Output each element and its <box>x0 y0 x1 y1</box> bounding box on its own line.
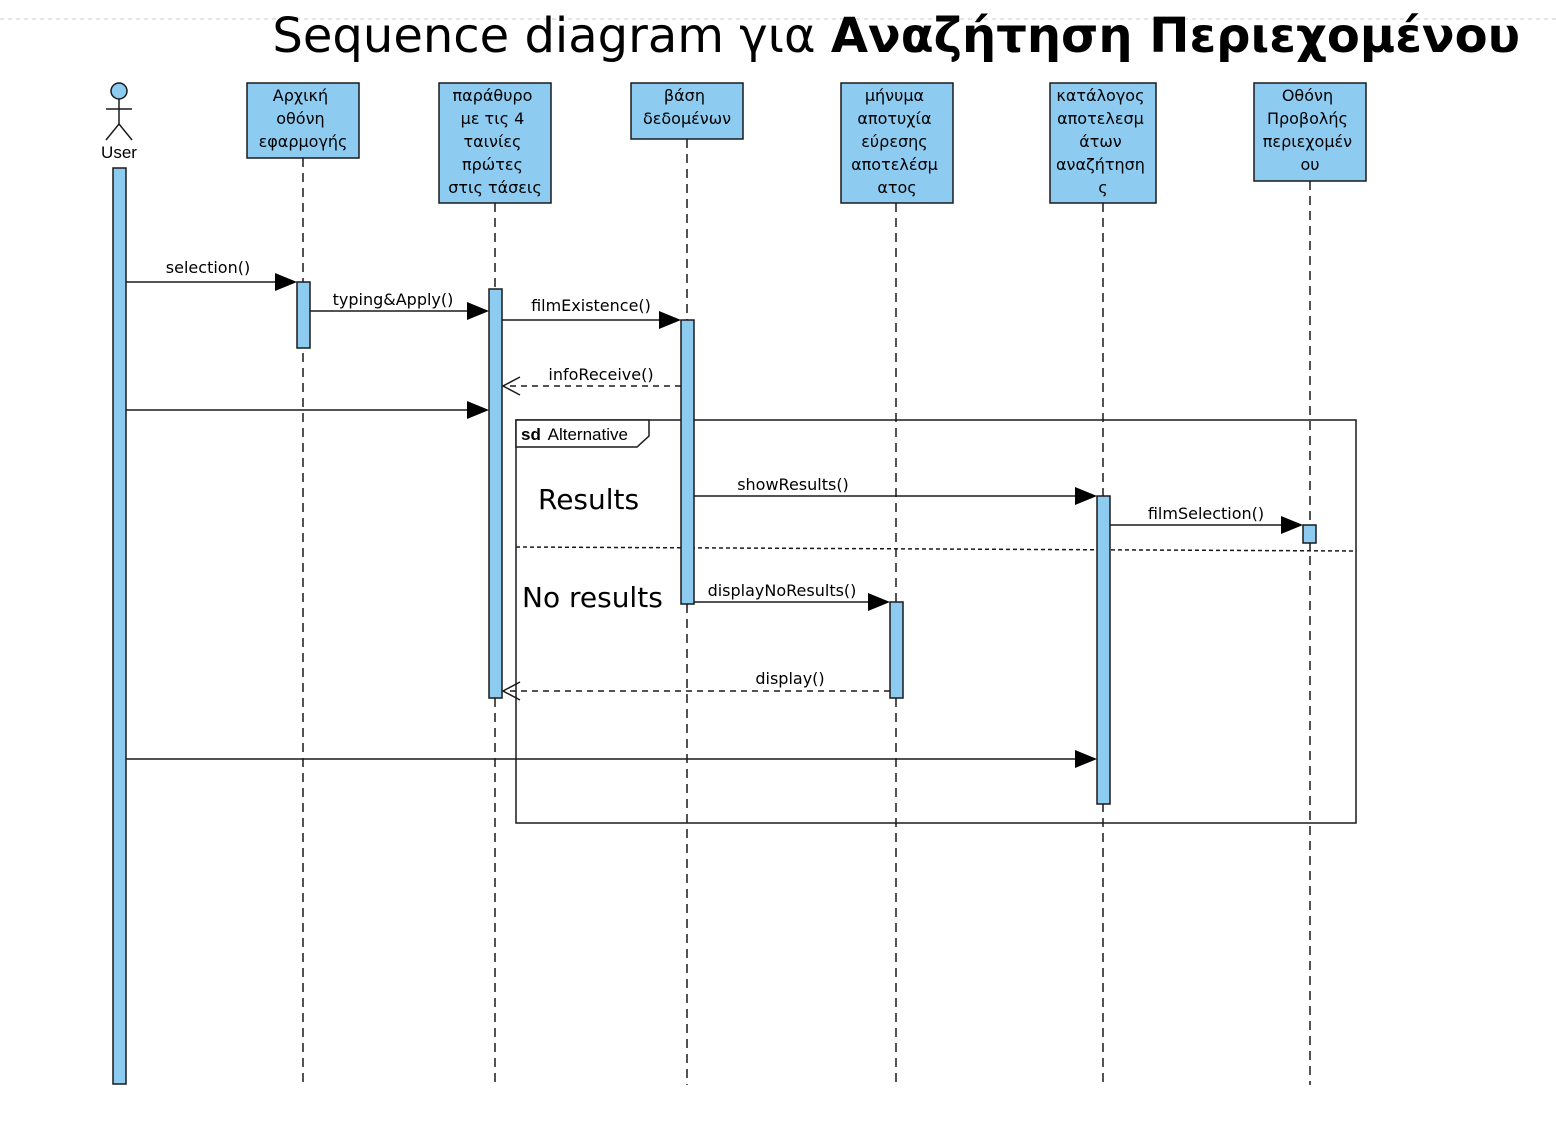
arrowhead-filled-icon <box>467 401 489 419</box>
title-emphasis: Αναζήτηση Περιεχομένου <box>831 8 1520 64</box>
arrowhead-filled-icon <box>1075 750 1097 768</box>
participant-line: εύρεσης <box>861 132 927 151</box>
lifelines <box>302 139 1311 1085</box>
participant-label: Οθόνη Προβολής περιεχομέν ου <box>1263 86 1357 174</box>
participant-line: πρώτες <box>462 155 523 174</box>
alt-fragment: sd Alternative Results No results <box>515 419 1357 824</box>
message-label: showResults() <box>737 475 849 494</box>
arrowhead-filled-icon <box>275 273 297 291</box>
diagram-title: Sequence diagram για Αναζήτηση Περιεχομέ… <box>272 8 1520 64</box>
participant-screen: Οθόνη Προβολής περιεχομέν ου <box>1253 82 1367 182</box>
arrowhead-open-icon <box>501 376 521 396</box>
actor-user: User <box>101 82 137 162</box>
arrowhead-open-icon <box>501 681 521 701</box>
fragment-keyword: sd <box>521 425 541 444</box>
participant-label: κατάλογος αποτελεσμ άτων αναζήτηση ς <box>1056 86 1150 197</box>
fragment-frame <box>515 419 1357 824</box>
arrowhead-filled-icon <box>659 311 681 329</box>
participant-line: αποτυχία <box>857 109 931 128</box>
message-user-to-window <box>126 401 489 419</box>
fragment-name: Alternative <box>548 425 628 444</box>
participant-catalog: κατάλογος αποτελεσμ άτων αναζήτηση ς <box>1049 82 1157 204</box>
activations <box>112 167 1317 1085</box>
message-display-no-results: displayNoResults() <box>694 581 890 611</box>
message-user-to-catalog <box>126 750 1097 768</box>
message-film-selection: filmSelection() <box>1110 504 1303 534</box>
message-label: typing&Apply() <box>333 290 454 309</box>
participant-label: μήνυμα αποτυχία εύρεσης αποτελέσμ ατος <box>851 86 943 197</box>
participant-label: Αρχική οθόνη εφαρμογής <box>259 86 348 151</box>
operand-results-label: Results <box>538 483 639 516</box>
participant-line: ταινίες <box>463 132 521 151</box>
message-show-results: showResults() <box>694 475 1097 505</box>
participant-box <box>840 82 954 204</box>
participant-line: αναζήτηση <box>1056 155 1145 174</box>
participant-line: ου <box>1300 155 1319 174</box>
participant-box <box>1253 82 1367 182</box>
actor-user-label: User <box>101 143 137 162</box>
participant-line: αποτελέσμ <box>851 155 938 174</box>
arrowhead-filled-icon <box>1075 487 1097 505</box>
participant-label: βάση δεδομένων <box>643 86 731 128</box>
message-label: filmExistence() <box>531 296 651 315</box>
participant-box <box>438 82 552 204</box>
participant-line: Αρχική <box>273 86 328 105</box>
message-film-existence: filmExistence() <box>502 296 681 329</box>
participant-line: Οθόνη <box>1282 86 1333 105</box>
message-typing-apply: typing&Apply() <box>310 290 489 320</box>
activation-fail <box>889 601 904 699</box>
activation-user <box>112 167 127 1085</box>
activation-catalog <box>1096 495 1111 805</box>
participant-line: στις τάσεις <box>448 178 541 197</box>
message-label: filmSelection() <box>1148 504 1264 523</box>
participant-line: ς <box>1098 178 1107 197</box>
message-label: infoReceive() <box>548 365 653 384</box>
participant-fail: μήνυμα αποτυχία εύρεσης αποτελέσμ ατος <box>840 82 954 204</box>
participant-label: παράθυρο με τις 4 ταινίες πρώτες στις τά… <box>448 86 541 197</box>
participant-box <box>630 82 744 140</box>
participant-box <box>246 82 360 159</box>
stick-figure-icon <box>105 82 133 141</box>
fragment-tab <box>515 419 650 448</box>
participant-line: παράθυρο <box>453 86 533 105</box>
participant-home: Αρχική οθόνη εφαρμογής <box>246 82 360 159</box>
participant-line: αποτελεσμ <box>1057 109 1144 128</box>
activation-window <box>488 288 503 699</box>
message-selection: selection() <box>126 258 297 291</box>
activation-db <box>680 319 695 605</box>
arrowhead-filled-icon <box>467 302 489 320</box>
participant-line: δεδομένων <box>643 109 731 128</box>
message-label: display() <box>755 669 824 688</box>
participant-line: με τις 4 <box>461 109 525 128</box>
participant-box <box>1049 82 1157 204</box>
participant-line: ατος <box>877 178 916 197</box>
participant-line: οθόνη <box>276 109 324 128</box>
arrowhead-filled-icon <box>1281 516 1303 534</box>
arrowhead-filled-icon <box>868 593 890 611</box>
title-prefix: Sequence diagram για <box>272 8 830 64</box>
participant-line: κατάλογος <box>1056 86 1144 105</box>
message-info-receive: infoReceive() <box>501 365 681 396</box>
participant-line: Προβολής <box>1267 109 1348 128</box>
activation-home <box>296 281 311 349</box>
participant-line: βάση <box>664 86 705 105</box>
operand-separator <box>515 546 1357 552</box>
participant-line: άτων <box>1079 132 1122 151</box>
participant-line: εφαρμογής <box>259 132 348 151</box>
participant-window: παράθυρο με τις 4 ταινίες πρώτες στις τά… <box>438 82 552 204</box>
participant-line: περιεχομέν <box>1263 132 1352 151</box>
message-label: displayNoResults() <box>708 581 857 600</box>
message-display: display() <box>501 669 890 701</box>
participant-db: βάση δεδομένων <box>630 82 744 140</box>
message-label: selection() <box>166 258 250 277</box>
fragment-label: sd Alternative <box>521 425 628 444</box>
operand-no-results-label: No results <box>522 581 663 614</box>
participant-line: μήνυμα <box>865 86 924 105</box>
activation-screen <box>1302 524 1317 544</box>
